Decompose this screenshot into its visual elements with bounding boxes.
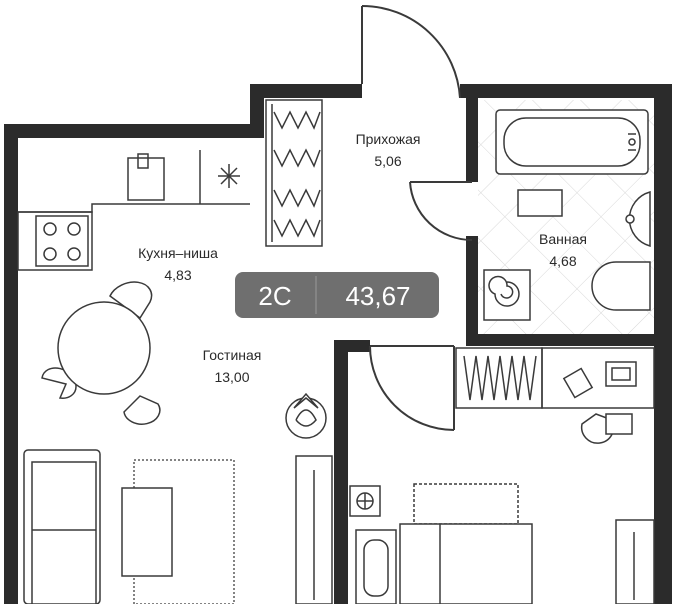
room-area-bathroom: 4,68 [549, 253, 576, 269]
kitchen-counter [17, 150, 250, 271]
coffee-table [121, 487, 173, 577]
room-name-bathroom: Ванная [539, 231, 587, 247]
tv-unit [295, 455, 333, 604]
room-area-kitchen: 4,83 [164, 267, 191, 283]
kitchen-stove [35, 215, 89, 267]
toilet [591, 261, 651, 311]
room-name-living: Гостиная [203, 347, 262, 363]
apartment-total-area: 43,67 [345, 281, 410, 311]
fridge-symbol [218, 164, 240, 188]
washing-machine [483, 269, 531, 321]
room-name-hallway: Прихожая [356, 131, 421, 147]
bedroom-wardrobe [455, 347, 655, 409]
bathroom-sink [517, 189, 651, 247]
bedroom-cabinet [615, 519, 655, 604]
plant [285, 392, 327, 439]
desk-items [562, 361, 637, 444]
room-area-living: 13,00 [214, 369, 249, 385]
bed [399, 483, 533, 604]
nightstand [355, 529, 397, 604]
apartment-badge: 2С 43,67 [235, 272, 439, 318]
dining-table [41, 281, 161, 425]
sofa [23, 449, 101, 604]
hallway-wardrobe [265, 99, 323, 247]
bathtub [495, 109, 649, 175]
apartment-type-label: 2С [258, 281, 291, 311]
room-name-kitchen: Кухня–ниша [138, 245, 218, 261]
bedroom-door [369, 345, 455, 431]
air-conditioner [349, 485, 381, 517]
bathroom-door [409, 181, 473, 242]
walls [4, 84, 672, 604]
room-area-hallway: 5,06 [374, 153, 401, 169]
entrance-door [361, 4, 461, 99]
